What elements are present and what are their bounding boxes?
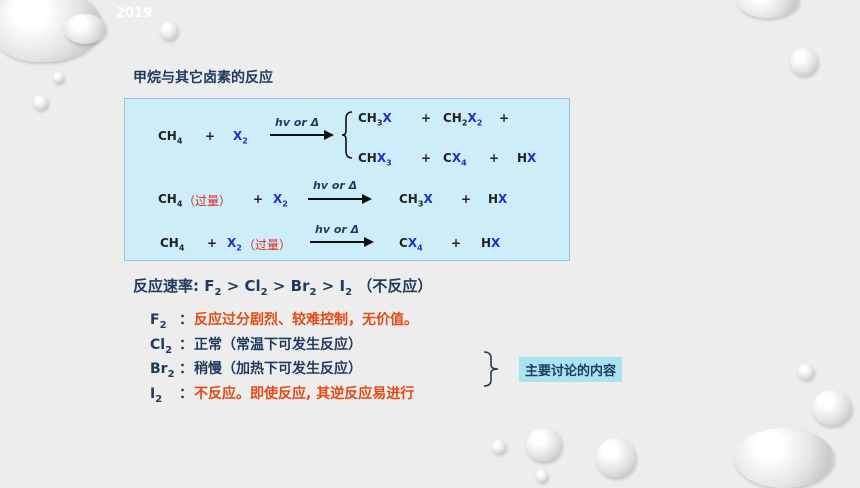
r2-excess-label: （过量） bbox=[183, 194, 232, 208]
r2-reaction-arrow bbox=[308, 194, 372, 204]
halogen-symbol: I2 bbox=[150, 386, 163, 405]
water-drop-icon bbox=[53, 72, 64, 83]
r2-reactant-ch4: CH4 bbox=[158, 192, 183, 209]
page-title: 甲烷与其它卤素的反应 bbox=[133, 70, 273, 86]
r1-plus: + bbox=[499, 111, 510, 125]
r1-reaction-arrow bbox=[270, 130, 334, 140]
r1-reactant-ch4: CH4 bbox=[158, 129, 183, 146]
water-drop-icon bbox=[737, 0, 799, 18]
r3-condition: hv or Δ bbox=[315, 223, 360, 236]
halogen-symbol: Br2 bbox=[150, 361, 175, 380]
r1-product-brace bbox=[341, 111, 353, 159]
rate-i2: I2 bbox=[339, 277, 353, 298]
halogen-row-br2: Br2：稍慢（加热下可发生反应） bbox=[150, 361, 362, 380]
water-drop-icon bbox=[526, 428, 562, 462]
reaction-equations-box: CH4 + X2 hv or Δ CH3X + CH2X2 + CHX3 + C… bbox=[124, 98, 570, 261]
r2-condition: hv or Δ bbox=[313, 179, 358, 192]
halogen-symbol: Cl2 bbox=[150, 337, 173, 356]
rate-gt: > bbox=[226, 277, 240, 295]
r1-plus: + bbox=[421, 151, 432, 165]
water-drop-icon bbox=[798, 364, 814, 380]
r1-product-chx3: CHX3 bbox=[358, 151, 392, 168]
water-drop-icon bbox=[64, 14, 106, 44]
halogen-description: 正常（常温下可发生反应） bbox=[194, 337, 362, 353]
corner-watermark-text: 2019 bbox=[116, 6, 153, 21]
r1-condition: hv or Δ bbox=[275, 116, 320, 129]
halogen-symbol: F2 bbox=[150, 312, 167, 331]
rate-gt: > bbox=[321, 277, 335, 295]
r3-reaction-arrow bbox=[310, 237, 374, 247]
r2-reactant-x2: X2 bbox=[273, 192, 288, 209]
water-drop-icon bbox=[734, 428, 834, 488]
rate-f2: F2 bbox=[204, 277, 222, 298]
right-brace-icon bbox=[483, 351, 499, 387]
r1-plus: + bbox=[421, 111, 432, 125]
water-drop-icon bbox=[536, 470, 548, 482]
water-drop-icon bbox=[160, 22, 178, 40]
r1-reactant-x2: X2 bbox=[233, 129, 248, 146]
water-drop-icon bbox=[812, 390, 852, 426]
r1-plus: + bbox=[205, 129, 216, 143]
r3-plus: + bbox=[451, 236, 462, 250]
r3-plus: + bbox=[207, 236, 218, 250]
r1-product-ch3x: CH3X bbox=[358, 111, 392, 128]
r2-plus: + bbox=[253, 192, 264, 206]
water-drop-icon bbox=[790, 48, 818, 76]
r3-product-cx4: CX4 bbox=[399, 236, 423, 253]
r1-product-ch2x2: CH2X2 bbox=[443, 111, 483, 128]
r3-product-hx: HX bbox=[481, 236, 501, 250]
r2-product-ch3x: CH3X bbox=[399, 192, 433, 209]
main-discussion-label: 主要讨论的内容 bbox=[519, 357, 623, 382]
halogen-row-i2: I2：不反应。即使反应, 其逆反应易进行 bbox=[150, 386, 415, 405]
r1-product-cx4: CX4 bbox=[443, 151, 467, 168]
rate-br2: Br2 bbox=[290, 277, 317, 298]
water-drop-icon bbox=[33, 95, 48, 110]
rate-label: 反应速率: bbox=[133, 277, 199, 295]
rate-cl2: Cl2 bbox=[244, 277, 268, 298]
r3-reactant-ch4: CH4 bbox=[160, 236, 185, 253]
halogen-row-cl2: Cl2：正常（常温下可发生反应） bbox=[150, 337, 362, 356]
rate-note: （不反应） bbox=[357, 277, 433, 295]
water-drop-icon bbox=[492, 440, 506, 454]
reaction-rate-line: 反应速率: F2 > Cl2 > Br2 > I2 （不反应） bbox=[133, 275, 432, 298]
halogen-description: 稍慢（加热下可发生反应） bbox=[194, 361, 362, 377]
r1-plus: + bbox=[489, 151, 500, 165]
rate-gt: > bbox=[272, 277, 286, 295]
r3-reactant-x2: X2 bbox=[227, 236, 242, 253]
r3-excess-label: （过量） bbox=[243, 238, 292, 252]
halogen-description: 反应过分剧烈、较难控制，无价值。 bbox=[194, 312, 418, 328]
r2-product-hx: HX bbox=[488, 192, 508, 206]
r2-plus: + bbox=[461, 192, 472, 206]
r1-product-hx: HX bbox=[517, 151, 537, 165]
halogen-description: 不反应。即使反应, 其逆反应易进行 bbox=[194, 386, 415, 402]
water-drop-icon bbox=[596, 438, 636, 478]
halogen-row-f2: F2：反应过分剧烈、较难控制，无价值。 bbox=[150, 312, 418, 331]
